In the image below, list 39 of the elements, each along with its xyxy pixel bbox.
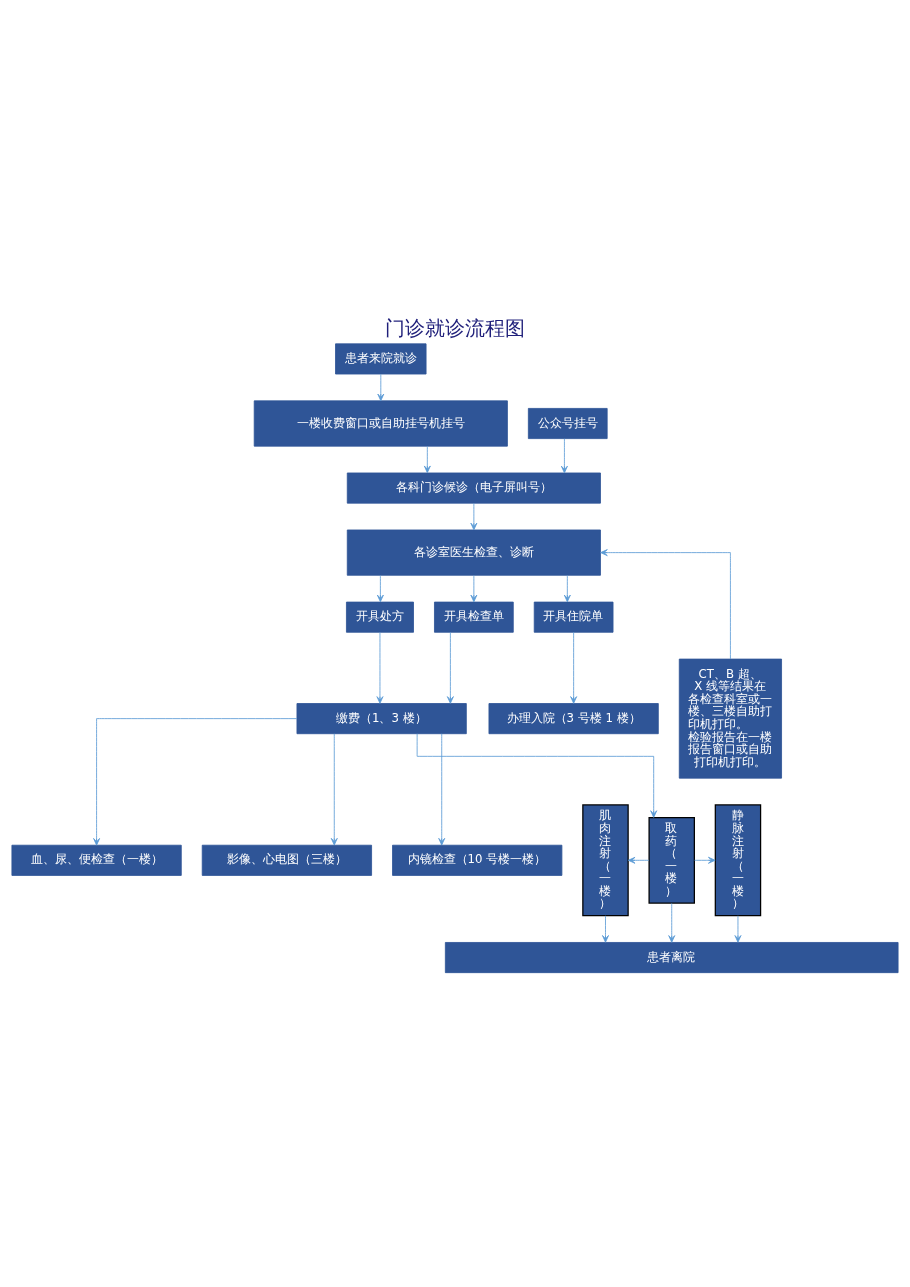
node-box: 静脉注射（一楼） (714, 803, 762, 916)
arrow (93, 717, 298, 846)
arrow (560, 437, 568, 473)
diagram-title: 门诊就诊流程图 (385, 315, 525, 340)
node-box: 取药（一楼） (648, 816, 695, 904)
node-box: 血、尿、便检查（一楼） (11, 844, 182, 876)
node-box: 肌肉注射（一楼） (582, 803, 629, 916)
arrow (602, 914, 609, 943)
node-box: 各诊室医生检查、诊断 (346, 529, 601, 576)
arrow (570, 631, 578, 704)
arrow (694, 856, 716, 864)
arrow (423, 445, 431, 473)
node-box: 缴费（1、3 楼） (296, 702, 467, 734)
arrow (668, 902, 676, 943)
arrow (627, 856, 650, 864)
node-box: 影像、心电图（三楼） (201, 844, 372, 876)
arrow (470, 574, 478, 602)
arrow (563, 574, 571, 602)
node-box: 办理入院（3 号楼 1 楼） (488, 702, 659, 734)
node-box: 开具住院单 (533, 601, 614, 633)
arrow (377, 373, 385, 401)
arrow (330, 732, 338, 845)
node-box: 患者来院就诊 (335, 342, 427, 374)
node-box: 内镜检查（10 号楼一楼） (392, 844, 563, 876)
arrow (376, 631, 384, 704)
arrow (734, 914, 742, 943)
node-box: 公众号挂号 (527, 407, 608, 439)
node-box: 一楼收费窗口或自助挂号机挂号 (253, 399, 508, 447)
node-box: 开具检查单 (434, 601, 514, 633)
node-box: CT、B 超、X 线等结果在各检查科室或一楼、三楼自助打印机打印。 检验报告在一楼报告窗口或自助打印机打印。 (678, 658, 782, 779)
arrow (416, 732, 658, 818)
node-box: 开具处方 (346, 601, 414, 633)
node-box: 各科门诊候诊（电子屏叫号） (346, 472, 601, 504)
node-box: 患者离院 (444, 941, 899, 973)
arrow (446, 631, 454, 704)
arrow (376, 574, 384, 602)
arrow (470, 502, 478, 530)
arrow (600, 548, 731, 659)
arrow (438, 732, 446, 845)
